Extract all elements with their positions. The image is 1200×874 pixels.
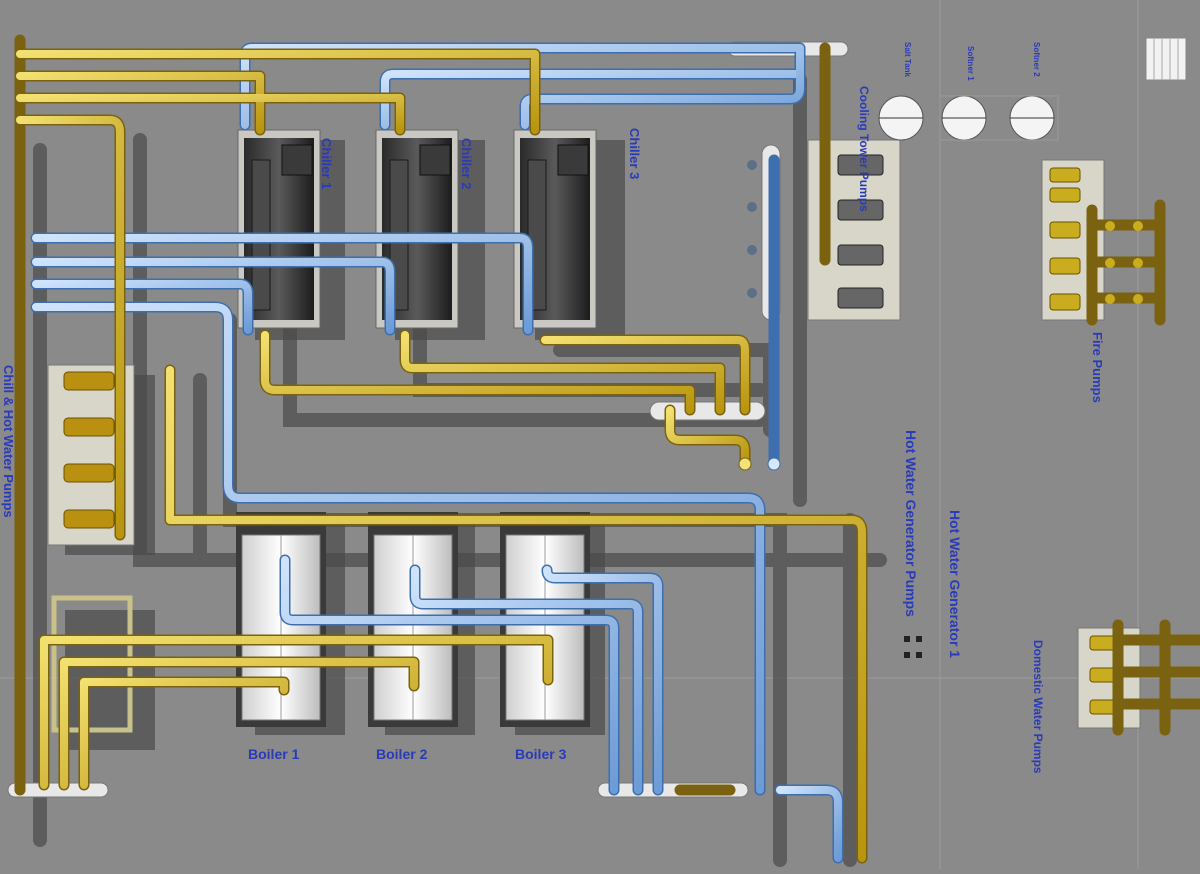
valves <box>747 160 1143 304</box>
chiller-3-label: Chiller 3 <box>627 128 642 179</box>
boiler-3-label: Boiler 3 <box>515 746 567 762</box>
softner-2-label: Softner 2 <box>1032 42 1041 77</box>
chiller-2[interactable] <box>375 129 459 329</box>
chiller-1-label: Chiller 1 <box>319 138 334 189</box>
pipe-ends <box>738 457 781 471</box>
chill-hot-water-pumps-label: Chill & Hot Water Pumps <box>1 365 16 518</box>
softner-frame <box>939 95 1059 141</box>
fire-pumps-label: Fire Pumps <box>1090 332 1105 403</box>
chiller-2-label: Chiller 2 <box>459 138 474 189</box>
salt-tank[interactable] <box>878 95 924 141</box>
hot-water-pipes <box>14 34 1200 864</box>
softner-1[interactable] <box>941 95 987 141</box>
boiler-1-label: Boiler 1 <box>248 746 300 762</box>
hwg-1-label: Hot Water Generator 1 <box>947 510 963 658</box>
salt-tank-label: Salt Tank <box>903 42 912 78</box>
roof-vent <box>1145 37 1187 81</box>
cooling-tower-pumps-label: Cooling Tower Pumps <box>857 86 871 212</box>
hwg-pumps-label: Hot Water Generator Pumps <box>903 430 919 617</box>
domestic-pumps-label: Domestic Water Pumps <box>1031 640 1045 774</box>
boiler-2-label: Boiler 2 <box>376 746 428 762</box>
softner-1-label: Softner 1 <box>966 46 975 81</box>
softner-2[interactable] <box>1009 95 1055 141</box>
domestic-water-pump-skid[interactable] <box>1077 627 1141 729</box>
gauges <box>904 636 922 658</box>
